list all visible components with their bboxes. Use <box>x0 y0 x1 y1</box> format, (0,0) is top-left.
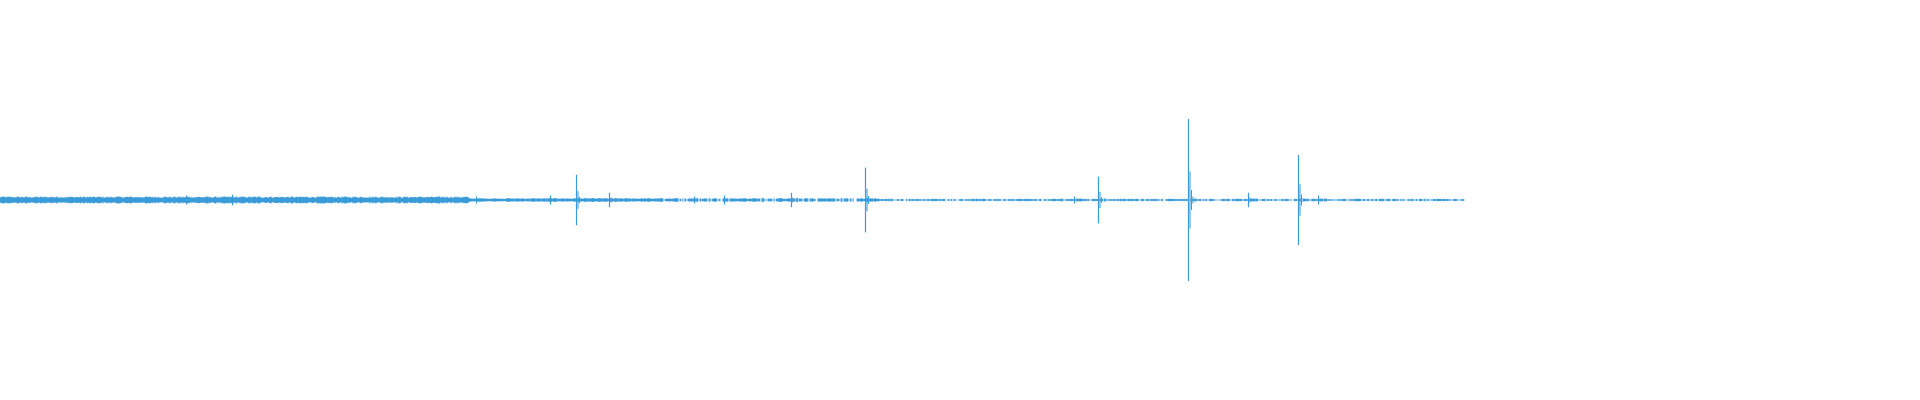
waveform-baseline <box>0 196 1465 204</box>
waveform-trace <box>0 119 1465 281</box>
